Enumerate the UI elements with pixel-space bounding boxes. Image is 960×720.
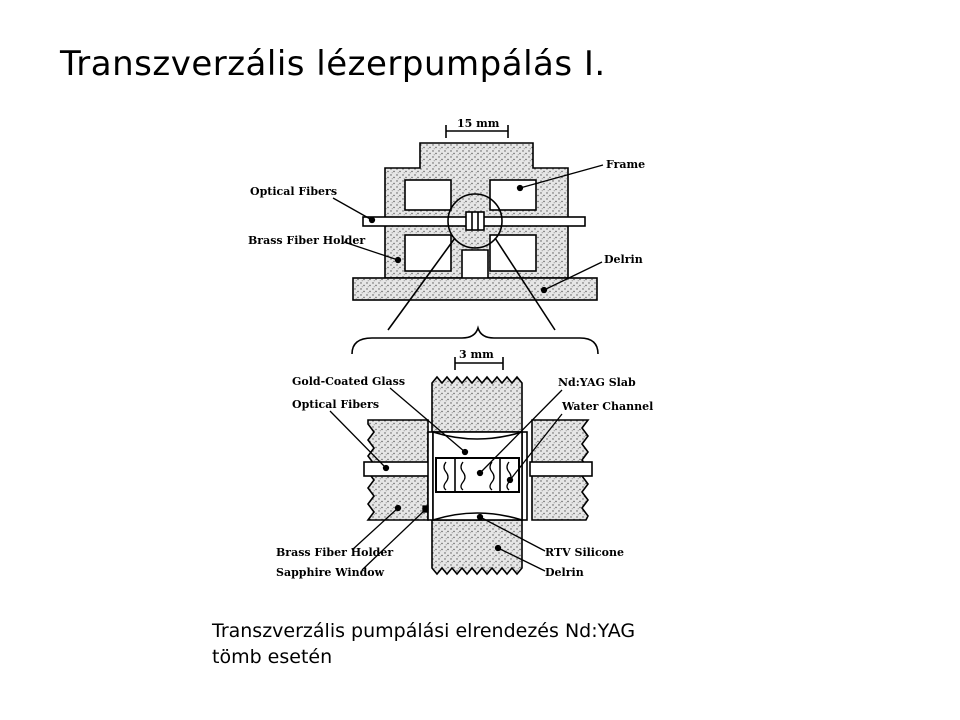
bottom-detail-drawing	[363, 357, 593, 576]
slide-title: Transzverzális lézerpumpálás I.	[60, 44, 606, 84]
label-delrin-top: Delrin	[604, 253, 643, 266]
top-leader-lines	[332, 164, 604, 294]
brace	[351, 325, 599, 355]
label-brass-fiber-holder-top: Brass Fiber Holder	[248, 234, 365, 247]
label-optical-fibers-top: Optical Fibers	[250, 185, 337, 198]
dimension-3mm: 3 mm	[459, 348, 494, 361]
label-rtv-silicone: RTV Silicone	[545, 546, 624, 559]
top-assembly-drawing	[352, 125, 598, 331]
label-optical-fibers-bottom: Optical Fibers	[292, 398, 379, 411]
top-labels: 15 mm Optical Fibers Brass Fiber Holder …	[248, 117, 645, 266]
bottom-labels: 3 mm Gold-Coated Glass Optical Fibers Nd…	[276, 348, 653, 579]
label-water-channel: Water Channel	[561, 400, 653, 413]
bottom-leader-lines	[329, 387, 563, 572]
label-frame: Frame	[606, 158, 645, 171]
dimension-15mm: 15 mm	[457, 117, 500, 130]
label-sapphire-window: Sapphire Window	[276, 566, 385, 579]
label-nd-yag-slab: Nd:YAG Slab	[558, 376, 636, 389]
laser-pumping-diagram: 15 mm Optical Fibers Brass Fiber Holder …	[240, 100, 660, 590]
figure-caption: Transzverzális pumpálási elrendezés Nd:Y…	[212, 618, 635, 670]
label-gold-coated-glass: Gold-Coated Glass	[292, 375, 405, 388]
caption-line-2: tömb esetén	[212, 646, 333, 668]
label-delrin-bottom: Delrin	[545, 566, 584, 579]
caption-line-1: Transzverzális pumpálási elrendezés Nd:Y…	[212, 620, 636, 642]
label-brass-fiber-holder-bottom: Brass Fiber Holder	[276, 546, 393, 559]
